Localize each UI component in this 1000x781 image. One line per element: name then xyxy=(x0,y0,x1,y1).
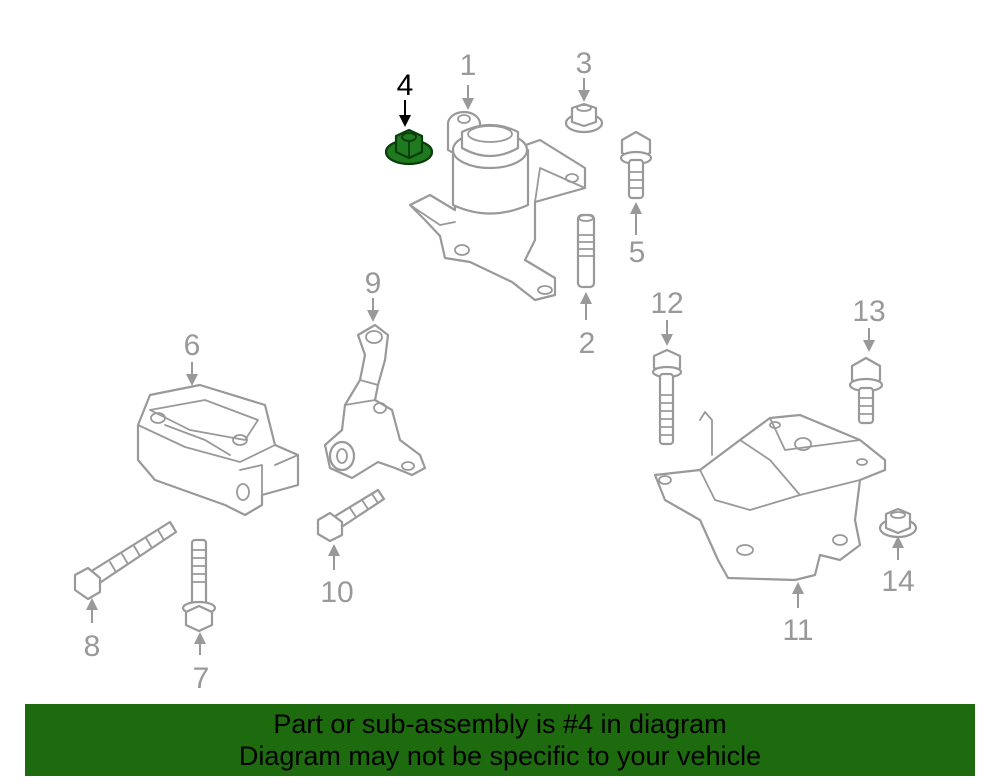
part-3-nut[interactable] xyxy=(564,102,604,134)
part-11-support-bracket[interactable] xyxy=(653,411,887,582)
part-7-bolt[interactable] xyxy=(181,538,217,633)
callout-10: 10 xyxy=(320,576,353,609)
part-9-bracket[interactable] xyxy=(323,323,427,480)
part-14-nut[interactable] xyxy=(878,507,918,539)
part-8-long-bolt[interactable] xyxy=(73,520,178,601)
callout-13: 13 xyxy=(852,295,885,328)
banner-line-2: Diagram may not be specific to your vehi… xyxy=(238,741,762,771)
part-5-bolt[interactable] xyxy=(619,130,653,200)
callout-3: 3 xyxy=(576,47,593,80)
part-12-long-bolt[interactable] xyxy=(651,348,683,446)
callout-7: 7 xyxy=(193,662,210,695)
callout-1: 1 xyxy=(460,49,477,82)
part-6-transmission-mount[interactable] xyxy=(136,383,300,517)
callout-9: 9 xyxy=(365,267,382,300)
callout-12: 12 xyxy=(650,287,683,320)
part-1-engine-mount[interactable] xyxy=(408,110,587,302)
part-10-bolt[interactable] xyxy=(316,488,386,543)
banner-line-1: Part or sub-assembly is #4 in diagram xyxy=(273,709,727,739)
callout-4: 4 xyxy=(397,69,414,102)
part-2-stud[interactable] xyxy=(576,213,596,289)
callout-11: 11 xyxy=(782,614,813,647)
part-13-bolt[interactable] xyxy=(848,356,884,425)
leader-lines xyxy=(86,78,904,655)
parts-diagram: 1 2 3 4 5 6 7 8 9 10 11 12 13 14 xyxy=(73,47,918,695)
callout-14: 14 xyxy=(881,565,914,598)
info-banner: Part or sub-assembly is #4 in diagram Di… xyxy=(25,704,975,776)
callout-8: 8 xyxy=(84,630,101,663)
part-4-flange-nut[interactable] xyxy=(384,128,434,166)
callout-6: 6 xyxy=(184,329,201,362)
callout-5: 5 xyxy=(629,236,646,269)
callout-2: 2 xyxy=(579,327,596,360)
